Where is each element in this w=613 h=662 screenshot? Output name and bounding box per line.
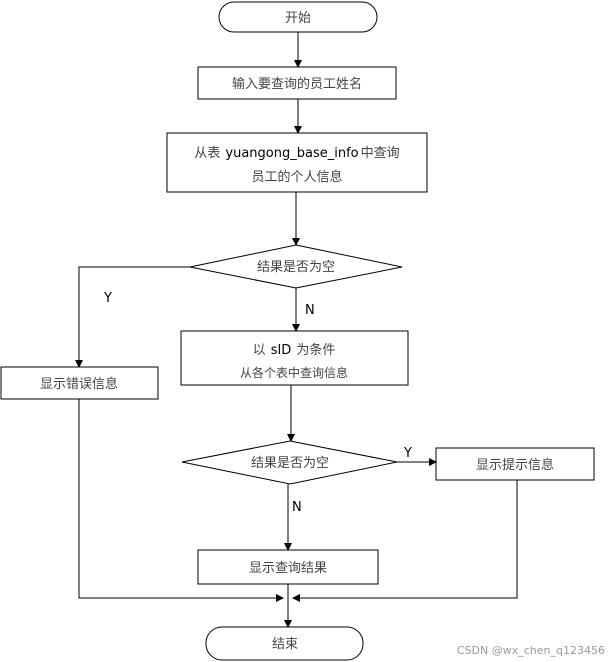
arrow-error-to-merge (78, 399, 284, 602)
input-name-label: 输入要查询的员工姓名 (232, 76, 362, 92)
query-prefix: 从表 (194, 146, 220, 161)
decision2-no-label: N (292, 500, 302, 515)
show-hint-box (435, 447, 595, 481)
end-terminal (205, 626, 364, 661)
query-by-id-box (180, 330, 409, 386)
show-error-box (0, 366, 159, 400)
decision1-diamond (189, 244, 403, 289)
arrow-hint-to-merge (292, 480, 518, 602)
decision1-no-label: N (305, 303, 315, 318)
watermark: CSDN @wx_chen_q123456 (457, 644, 605, 657)
show-hint-label: 显示提示信息 (476, 457, 554, 473)
input-name-box (197, 66, 397, 100)
query-suffix: 中查询 (361, 146, 400, 161)
query-line2: 员工的个人信息 (251, 169, 342, 185)
start-label: 开始 (285, 11, 311, 26)
decision2-diamond (181, 440, 398, 485)
cond-line1: 以 sID 为条件 (253, 342, 336, 358)
decision1-yes-label: Y (103, 291, 112, 306)
decision2-label: 结果是否为空 (251, 456, 329, 471)
connectors (75, 32, 518, 628)
cond-suffix: 为条件 (296, 342, 335, 358)
show-error-label: 显示错误信息 (40, 376, 118, 392)
cond-prefix: 以 (253, 343, 266, 358)
decision1-label: 结果是否为空 (257, 260, 335, 275)
cond-id: sID (271, 343, 292, 358)
end-label: 结束 (272, 637, 298, 652)
query-base-info-box (166, 132, 428, 193)
start-terminal (218, 1, 378, 33)
query-table-name: yuangong_base_info (225, 146, 358, 161)
show-result-box (197, 549, 379, 585)
cond-line2: 从各个表中查询信息 (240, 365, 348, 380)
show-result-label: 显示查询结果 (249, 561, 327, 576)
arrow-decision1-yes (75, 266, 190, 368)
decision2-yes-label: Y (403, 446, 412, 461)
